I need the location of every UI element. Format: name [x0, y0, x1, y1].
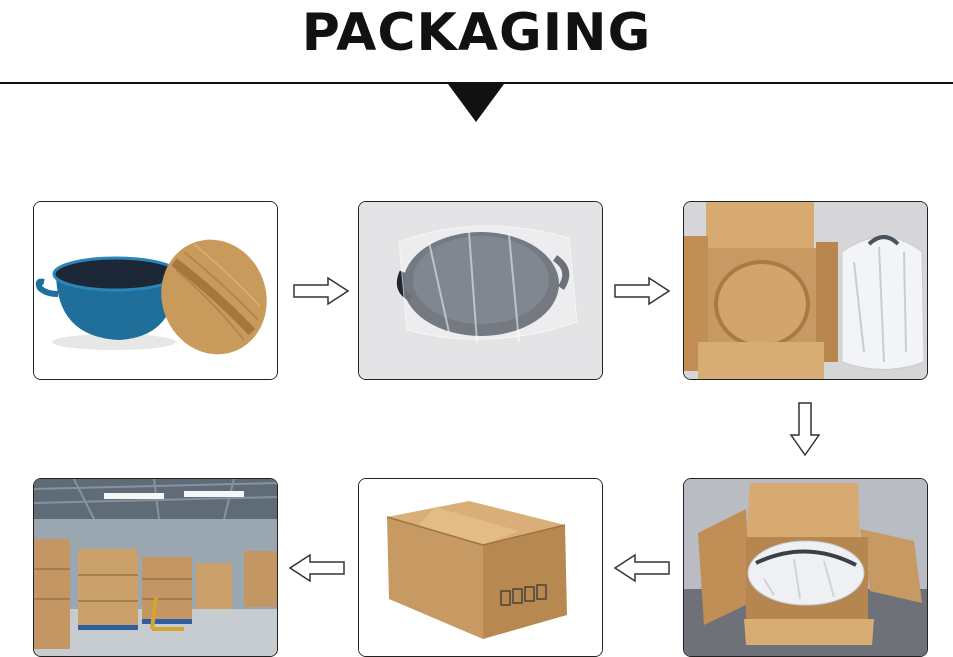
arrow-right-icon [614, 276, 671, 306]
arrow-right-icon [293, 276, 350, 306]
open-carton-with-insert-image [684, 202, 927, 379]
step-5-card [358, 478, 603, 657]
wrapped-pot-in-carton-image [684, 479, 927, 656]
arrow-left-icon [288, 553, 345, 583]
warehouse-pallets-image [34, 479, 277, 656]
arrow-left-icon [613, 553, 670, 583]
arrow-down-icon [789, 402, 821, 457]
enamel-pot-with-wooden-lid-image [34, 202, 277, 379]
down-triangle-icon [448, 84, 504, 122]
pot-in-plastic-bag-image [359, 202, 602, 379]
step-2-card [358, 201, 603, 380]
step-6-card [33, 478, 278, 657]
step-4-card [683, 478, 928, 657]
step-3-card [683, 201, 928, 380]
header-divider [0, 82, 953, 84]
page-title: PACKAGING [301, 3, 652, 63]
closed-carton-box-image [359, 479, 602, 656]
step-1-card [33, 201, 278, 380]
